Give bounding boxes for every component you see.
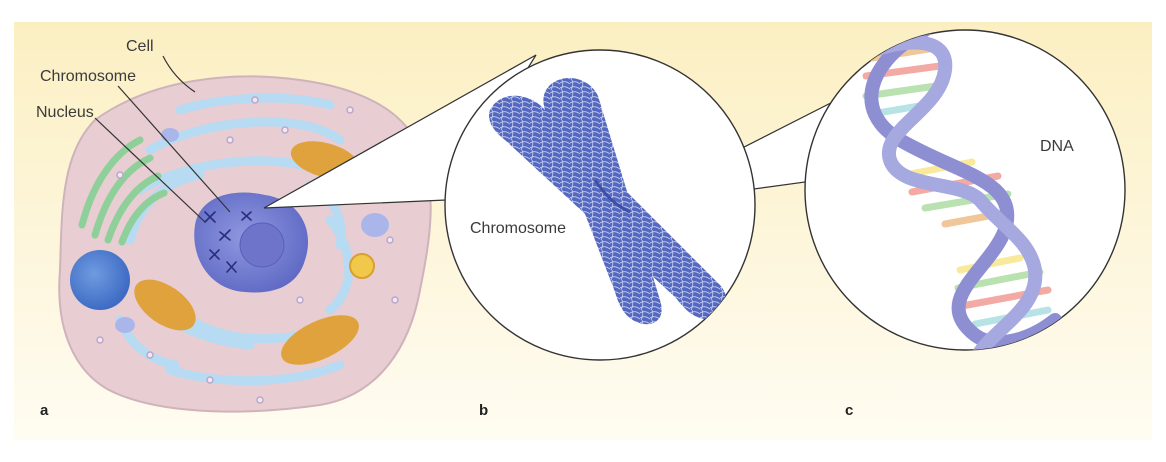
panel-letter-a: a bbox=[40, 402, 49, 419]
cell-leader bbox=[162, 55, 196, 93]
chromatid-2 bbox=[543, 78, 662, 325]
panel-letter-b: b bbox=[479, 402, 489, 419]
chromosome-zoom-label: Chromosome bbox=[470, 220, 567, 237]
chromosome-panel bbox=[444, 49, 756, 361]
vesicle-top bbox=[161, 128, 179, 142]
mitochondrion-2 bbox=[134, 279, 196, 331]
vesicle-large bbox=[361, 213, 389, 237]
cell-label: Cell bbox=[126, 38, 154, 55]
chromosome-leader bbox=[117, 85, 231, 213]
nucleus-leader bbox=[94, 117, 206, 223]
nucleus-chromosomes bbox=[204, 211, 252, 273]
nucleolus bbox=[239, 222, 285, 268]
dna-helix bbox=[843, 30, 1062, 350]
vesicle-small bbox=[115, 317, 135, 333]
label-leaders bbox=[94, 55, 231, 223]
nucleus-label: Nucleus bbox=[36, 104, 94, 121]
mitochondrion-3 bbox=[281, 315, 359, 365]
dna-label: DNA bbox=[1040, 138, 1074, 155]
dna-backbone-2 bbox=[843, 35, 1043, 350]
vacuole bbox=[70, 250, 130, 310]
cell bbox=[58, 75, 432, 413]
dna-panel bbox=[804, 29, 1126, 351]
lysosome bbox=[349, 253, 375, 279]
chromosome-label: Chromosome bbox=[40, 68, 137, 85]
panel-letter-c: c bbox=[845, 402, 854, 419]
golgi-apparatus bbox=[78, 136, 168, 246]
